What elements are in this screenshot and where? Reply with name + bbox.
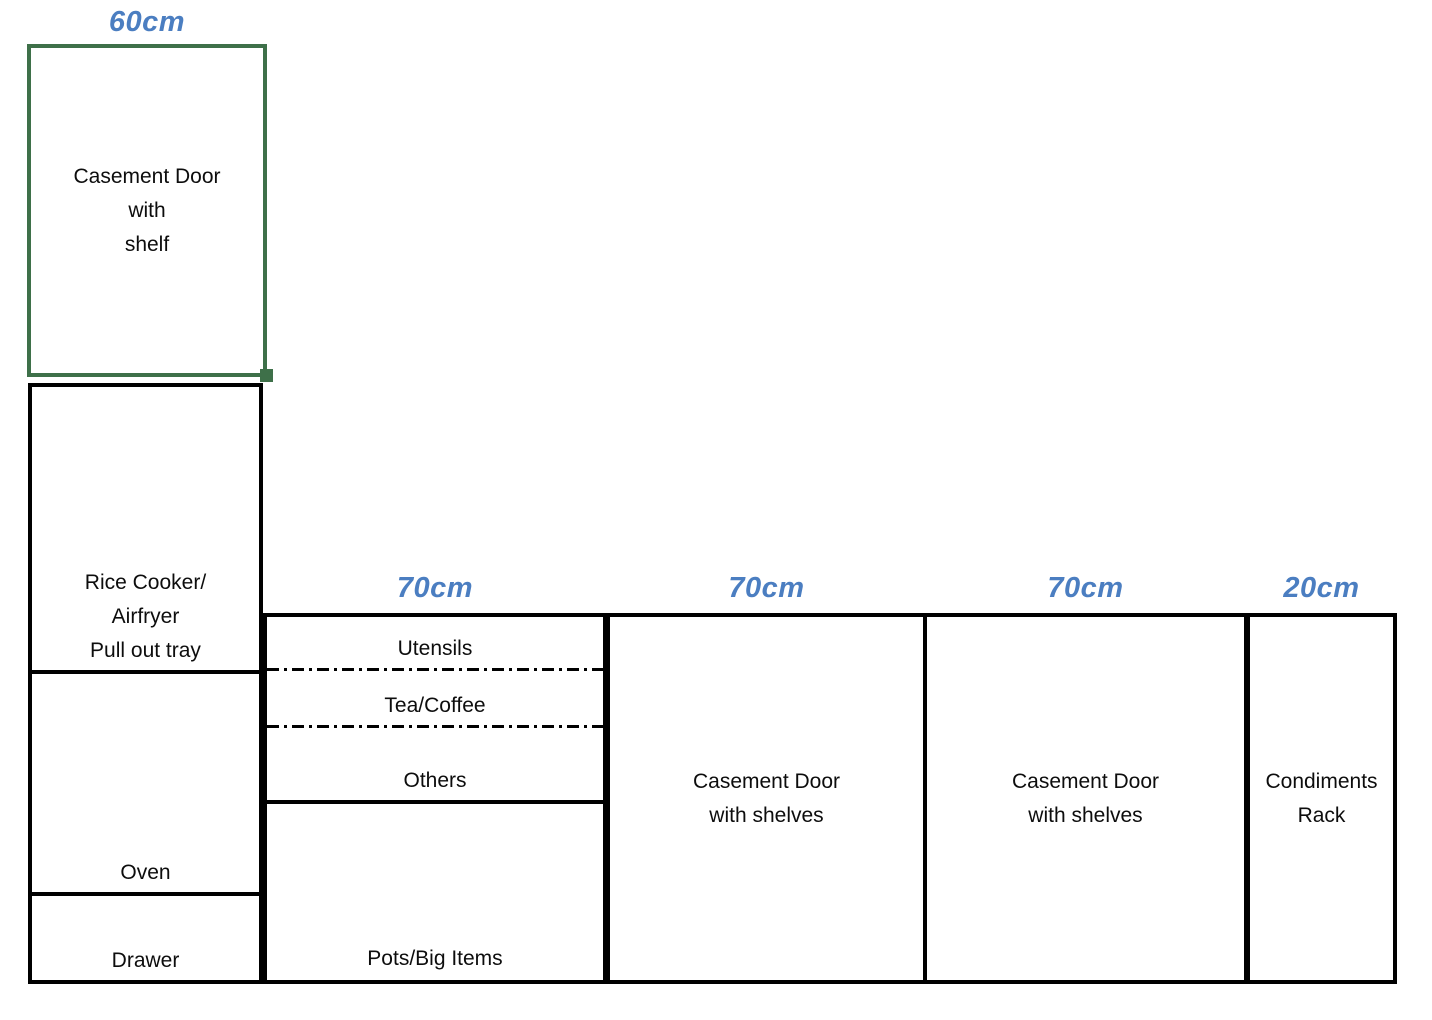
rice-oven-divider-line bbox=[32, 670, 259, 674]
dimension-label-casement-right-70cm[interactable]: 70cm bbox=[1047, 572, 1124, 604]
tea-coffee-section[interactable]: Tea/Coffee bbox=[267, 671, 603, 725]
teacoffee-others-dashdot-line bbox=[267, 725, 603, 728]
left-tall-unit: Rice Cooker/ Airfryer Pull out tray Oven… bbox=[28, 383, 263, 984]
upper-cabinet-label: Casement Door with shelf bbox=[73, 164, 221, 256]
casement-shelves-right-label: Casement Door with shelves bbox=[1011, 769, 1160, 827]
utensils-section[interactable]: Utensils bbox=[267, 617, 603, 668]
dimension-label-upper-60cm[interactable]: 60cm bbox=[108, 6, 186, 38]
oven-drawer-divider-line bbox=[32, 892, 259, 896]
condiments-rack-box[interactable]: Condiments Rack bbox=[1246, 613, 1397, 984]
casement-shelves-left-label: Casement Door with shelves bbox=[692, 769, 841, 827]
rice-cooker-label: Rice Cooker/ Airfryer Pull out tray bbox=[84, 571, 207, 662]
others-section[interactable]: Others bbox=[267, 728, 603, 800]
upper-cabinet-box[interactable]: Casement Door with shelf bbox=[27, 44, 267, 377]
casement-shelves-left-box[interactable]: Casement Door with shelves bbox=[606, 613, 927, 984]
dimension-label-casement-left-70cm[interactable]: 70cm bbox=[728, 572, 805, 604]
oven-box[interactable]: Oven bbox=[32, 674, 259, 892]
dimension-label-utensils-70cm[interactable]: 70cm bbox=[396, 572, 474, 604]
pots-big-items-box[interactable]: Pots/Big Items bbox=[267, 804, 603, 980]
utensils-column-unit: Utensils Tea/Coffee Others Pots/Big Item… bbox=[263, 613, 607, 984]
condiments-rack-label: Condiments Rack bbox=[1265, 769, 1378, 827]
oven-label: Oven bbox=[120, 861, 171, 884]
drawer-label: Drawer bbox=[111, 949, 180, 972]
drawer-box[interactable]: Drawer bbox=[32, 896, 259, 980]
rice-cooker-box[interactable]: Rice Cooker/ Airfryer Pull out tray bbox=[32, 387, 259, 670]
tea-coffee-label: Tea/Coffee bbox=[384, 694, 486, 717]
utensils-teacoffee-dashdot-line bbox=[267, 668, 603, 671]
dimension-label-condiments-20cm[interactable]: 20cm bbox=[1283, 572, 1360, 604]
others-label: Others bbox=[403, 769, 467, 792]
casement-shelves-right-box[interactable]: Casement Door with shelves bbox=[923, 613, 1248, 984]
pots-big-items-label: Pots/Big Items bbox=[367, 947, 503, 970]
utensils-label: Utensils bbox=[397, 637, 473, 660]
selection-handle[interactable] bbox=[260, 369, 273, 382]
others-pots-divider-line bbox=[267, 800, 603, 804]
